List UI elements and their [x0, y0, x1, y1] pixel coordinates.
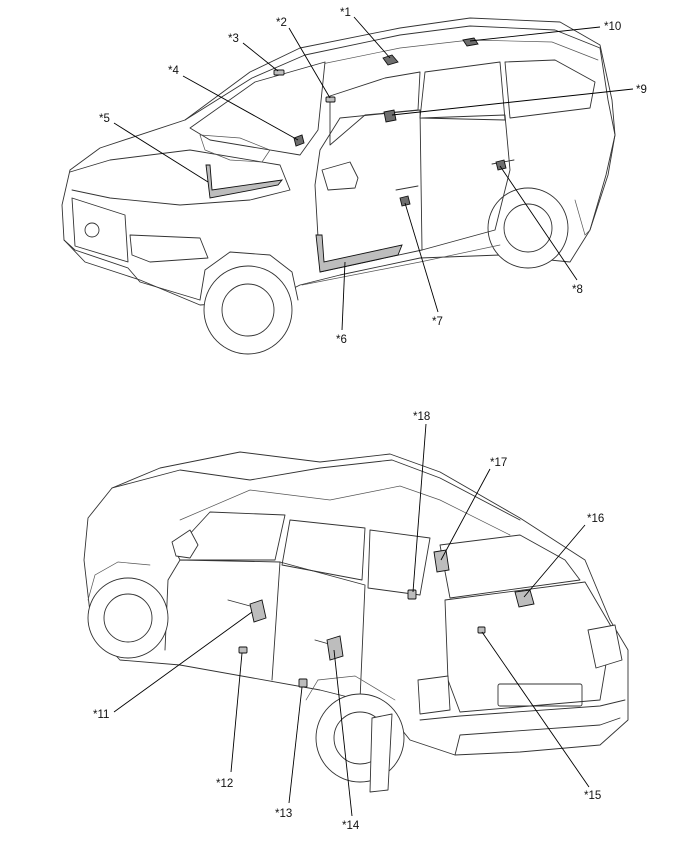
part-11-lock — [249, 599, 267, 623]
callout-16: *16 — [587, 513, 604, 525]
bottom-leaders — [113, 423, 590, 817]
leader-2 — [288, 27, 331, 99]
leader-8 — [499, 165, 578, 281]
vehicle-front-rear-door — [421, 114, 511, 251]
part-8-marker — [495, 159, 507, 171]
leader-6 — [341, 261, 346, 331]
callout-14: *14 — [342, 820, 360, 832]
callout-13: *13 — [275, 808, 292, 820]
part-13-marker — [298, 678, 308, 688]
callout-5: *5 — [99, 113, 110, 125]
top-leaders — [113, 16, 634, 331]
callout-12: *12 — [216, 778, 233, 790]
leader-15 — [481, 631, 590, 788]
leader-10 — [469, 26, 601, 42]
vehicle-rear-view — [83, 451, 629, 793]
vehicle-front-quarter-window — [504, 59, 596, 119]
bottom-callouts: *11 *12 *13 *14 *15 *16 *17 *18 — [93, 411, 604, 832]
vehicle-rear-front-window — [174, 511, 286, 561]
part-2-marker — [325, 96, 336, 103]
vehicle-front-tire — [203, 265, 293, 355]
leader-11 — [113, 611, 253, 713]
leader-9 — [391, 88, 634, 116]
leader-5 — [113, 122, 209, 183]
part-9-marker — [383, 109, 397, 123]
callout-3: *3 — [228, 33, 239, 45]
leader-3 — [242, 42, 279, 72]
callout-10: *10 — [604, 21, 621, 33]
vehicle-rear-front-door — [164, 559, 281, 681]
part-7-marker — [399, 195, 411, 207]
part-6-weatherstrip — [315, 234, 403, 273]
leader-14 — [333, 649, 353, 817]
part-1-marker — [382, 54, 399, 66]
leader-4 — [182, 75, 299, 141]
bottom-parts — [238, 549, 535, 688]
leader-17 — [440, 468, 491, 561]
callout-2: *2 — [276, 17, 287, 29]
callout-8: *8 — [572, 284, 583, 296]
callout-17: *17 — [490, 457, 507, 469]
part-18-marker — [407, 589, 417, 600]
vehicle-rear-back-window — [439, 534, 581, 599]
part-16-unit — [514, 589, 535, 608]
callout-11: *11 — [93, 709, 109, 721]
leader-1 — [353, 16, 391, 59]
vehicle-rear-rear-window — [281, 519, 366, 581]
vehicle-front-headlight — [129, 234, 209, 263]
leader-16 — [523, 524, 586, 598]
leader-18 — [412, 423, 427, 593]
leader-13 — [288, 686, 303, 804]
leader-12 — [230, 652, 243, 773]
part-4-marker — [293, 134, 305, 147]
vehicle-front-roof — [184, 25, 601, 121]
part-17-unit — [433, 549, 450, 573]
vehicle-front-windshield — [189, 61, 326, 156]
vehicle-rear-mud-flap — [369, 713, 393, 793]
part-15-marker — [477, 626, 486, 634]
callout-6: *6 — [336, 334, 347, 346]
top-callouts: *1 *2 *3 *4 *5 *6 *7 *8 *9 *10 — [99, 7, 647, 346]
vehicle-front-grille — [71, 197, 129, 263]
vehicle-rear-license-plate — [497, 683, 583, 707]
vehicle-front-rear-window — [419, 61, 506, 121]
vehicle-rear-rear-door — [279, 561, 366, 701]
part-5-weatherstrip — [205, 164, 284, 199]
vehicle-front-mirror — [321, 161, 359, 191]
callout-4: *4 — [168, 65, 179, 77]
vehicle-rear-mirror — [171, 529, 199, 559]
part-14-lock — [326, 635, 344, 661]
vehicle-rear-taillight — [587, 624, 623, 669]
vehicle-front-view — [61, 17, 616, 355]
part-3-marker — [273, 69, 285, 76]
callout-18: *18 — [413, 411, 430, 423]
vehicle-front-hood — [69, 149, 291, 206]
leader-7 — [404, 202, 439, 313]
part-12-marker — [238, 646, 248, 654]
vehicle-rear-quarter-window — [367, 529, 431, 596]
callout-7: *7 — [432, 316, 443, 328]
part-10-marker — [462, 37, 479, 47]
vehicle-front-rear-tire — [487, 187, 569, 269]
callout-15: *15 — [584, 790, 601, 802]
vehicle-rear-roof — [111, 459, 521, 521]
top-parts — [205, 37, 507, 273]
callout-1: *1 — [340, 7, 351, 19]
vehicle-rear-front-tire — [87, 577, 169, 659]
callout-9: *9 — [636, 84, 647, 96]
